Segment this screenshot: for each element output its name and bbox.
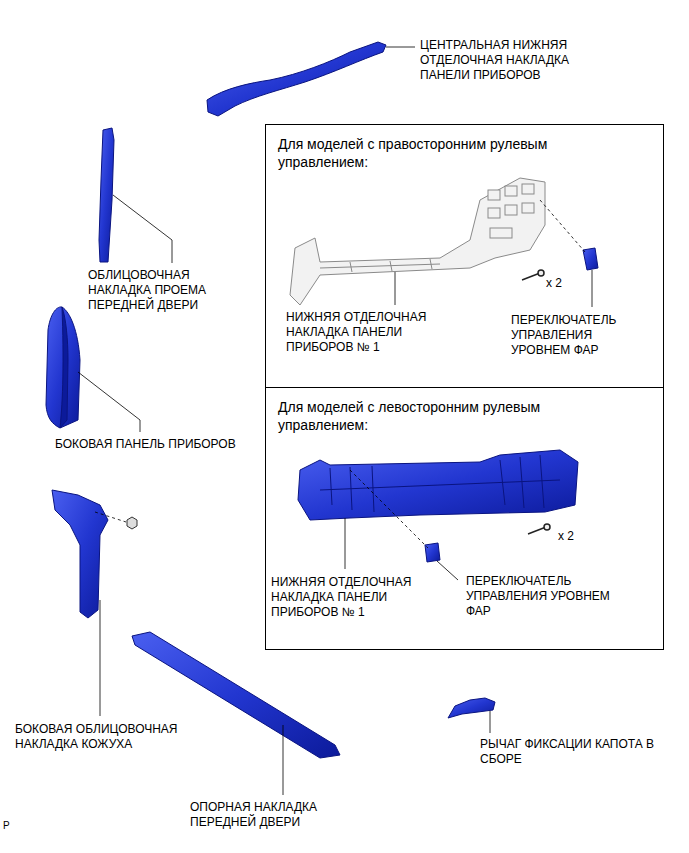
frame-heading: Для моделей с правосторонним рулевым упр…	[278, 135, 598, 171]
part-name: ПЕРЕКЛЮЧАТЕЛЬ УПРАВЛЕНИЯ УРОВНЕМ ФАР	[511, 313, 643, 358]
model-frame: Для моделей с левосторонним рулевым упра…	[265, 387, 664, 650]
part-name: НИЖНЯЯ ОТДЕЛОЧНАЯ НАКЛАДКА ПАНЕЛИ ПРИБОР…	[271, 575, 441, 620]
part-name: ОБЛИЦОВОЧНАЯ НАКЛАДКА ПРОЕМА ПЕРЕДНЕЙ ДВ…	[88, 268, 228, 313]
door-opening-trim	[99, 128, 114, 262]
instrument-side-panel	[46, 307, 80, 428]
cowl-side-trim	[52, 490, 108, 618]
part-name: ЦЕНТРАЛЬНАЯ НИЖНЯЯ ОТДЕЛОЧНАЯ НАКЛАДКА П…	[420, 38, 602, 83]
part-name: x 2	[546, 276, 586, 291]
part-name: ОПОРНАЯ НАКЛАДКА ПЕРЕДНЕЙ ДВЕРИ	[190, 800, 340, 830]
frame-heading: Для моделей с левосторонним рулевым упра…	[278, 398, 598, 434]
nut	[127, 517, 137, 529]
part-name: ПЕРЕКЛЮЧАТЕЛЬ УПРАВЛЕНИЯ УРОВНЕМ ФАР	[466, 574, 638, 619]
part-name: НИЖНЯЯ ОТДЕЛОЧНАЯ НАКЛАДКА ПАНЕЛИ ПРИБОР…	[286, 310, 451, 355]
hood-lever	[448, 698, 495, 718]
part-name: БОКОВАЯ ОБЛИЦОВОЧНАЯ НАКЛАДКА КОЖУХА	[15, 722, 195, 752]
headlight-switch	[583, 248, 598, 270]
lower-panel-rhd	[290, 178, 545, 305]
center-lower-panel	[207, 42, 386, 116]
panel-edge	[60, 307, 68, 428]
figure-code: P	[3, 818, 23, 833]
part-name: РЫЧАГ ФИКСАЦИИ КАПОТА В СБОРЕ	[480, 737, 675, 767]
headlight-switch	[425, 543, 440, 562]
part-name: x 2	[558, 529, 598, 544]
lower-panel-lhd	[298, 450, 578, 520]
model-frame: Для моделей с правосторонним рулевым упр…	[265, 124, 664, 388]
scuff-plate	[132, 632, 340, 758]
part-name: БОКОВАЯ ПАНЕЛЬ ПРИБОРОВ	[55, 437, 285, 452]
